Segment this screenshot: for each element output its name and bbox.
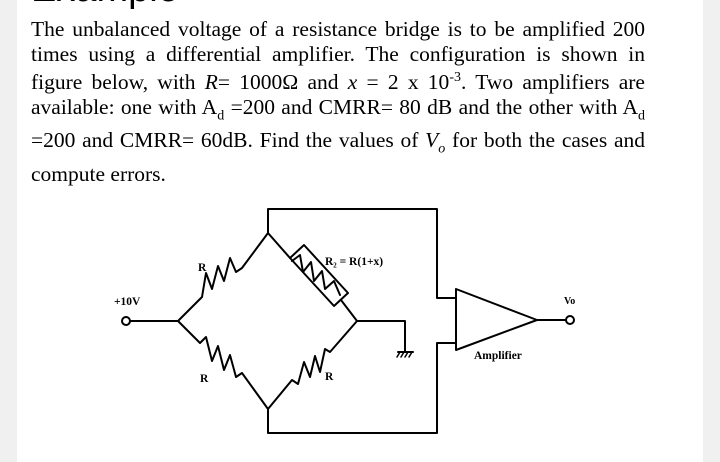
subscript-d-2: d xyxy=(638,107,646,123)
problem-text-7: for both the cases and compute errors. xyxy=(31,128,645,187)
wire-top-to-amp xyxy=(267,208,457,299)
wire-to-ground xyxy=(356,320,406,353)
document-page xyxy=(17,0,703,462)
example-heading: Example xyxy=(31,0,179,8)
problem-text-5: =200 and CMRR= 80 dB and the other with … xyxy=(224,94,639,119)
symbol-r: R xyxy=(204,70,218,95)
resistor-r-bottom-left xyxy=(177,320,269,410)
supply-voltage-label: +10V xyxy=(114,296,141,308)
subscript-d-1: d xyxy=(217,107,225,123)
problem-text-4: . Two amplifiers are available: one with… xyxy=(31,70,645,119)
problem-text-2: = 1000Ω and xyxy=(217,70,348,95)
problem-text-1: The unbalanced voltage of a resistance b… xyxy=(31,17,645,95)
problem-text-3: = 2 x 10 xyxy=(357,70,450,95)
resistor-r2-label: R₂ = R(1+x) xyxy=(325,256,383,268)
r2-box xyxy=(289,244,349,307)
resistor-r2 xyxy=(291,254,341,296)
symbol-x: x xyxy=(347,70,358,95)
problem-statement: The unbalanced voltage of a resistance b… xyxy=(31,17,645,187)
amplifier-label: Amplifier xyxy=(474,350,522,362)
wire-bottom-to-amp xyxy=(267,342,457,434)
output-voltage-label: Vo xyxy=(564,296,575,307)
exponent: -3 xyxy=(449,70,461,85)
resistor-r-top-left xyxy=(177,232,269,322)
problem-text-6: =200 and CMRR= 60dB. Find the values of xyxy=(31,128,426,153)
amplifier-triangle-icon xyxy=(455,288,538,351)
subscript-o: o xyxy=(438,141,446,157)
r2-lead-bottom xyxy=(340,299,358,322)
r2-lead-top xyxy=(267,232,291,259)
resistor-r-bottom-right xyxy=(267,320,358,410)
resistor-r-top-left-label: R xyxy=(198,262,207,274)
resistor-r-bottom-right-label: R xyxy=(325,371,334,383)
resistor-r-bottom-left-label: R xyxy=(200,373,209,385)
output-terminal-icon xyxy=(565,315,575,325)
symbol-v: V xyxy=(425,128,439,153)
supply-terminal-icon xyxy=(121,316,131,326)
